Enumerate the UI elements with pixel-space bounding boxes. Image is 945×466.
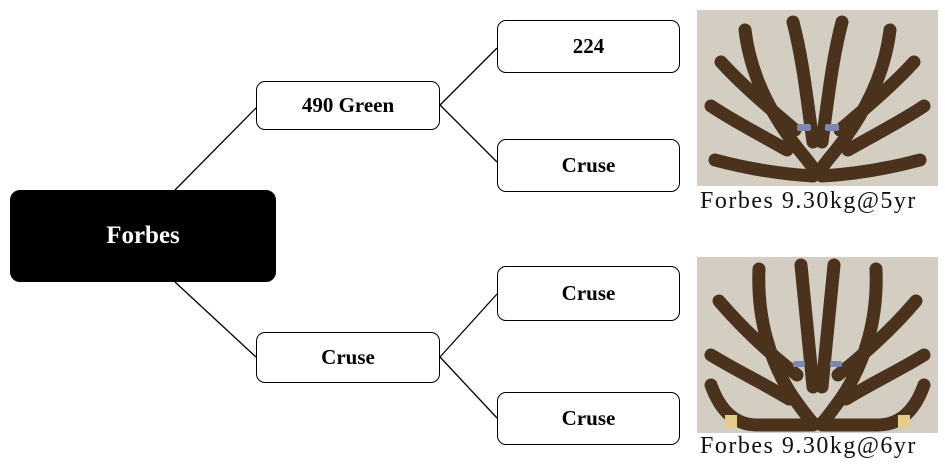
root-node-label: Forbes [106,222,180,249]
lower-child-label-2: Cruse [561,406,616,430]
upper-child-label-1: 224 [572,34,605,58]
antler-photo-5yr [697,10,938,186]
connector-lower-child-1 [439,293,498,358]
upper-child-label-2: Cruse [561,153,616,177]
band-left [725,415,737,428]
root-node: Forbes [10,190,276,282]
upper-branch-label: 490 Green [301,93,395,117]
ear-tag-right [830,361,842,367]
upper-child-node-2: Cruse [497,139,680,192]
ear-tag-right [825,124,839,131]
lower-branch-label: Cruse [321,345,375,369]
lower-child-node-1: Cruse [497,266,680,321]
connector-lower-child-2 [439,356,498,419]
photo-caption-6yr: Forbes 9.30kg@6yr [700,433,917,459]
lower-child-label-1: Cruse [561,281,616,305]
antler-right [811,15,931,183]
antler-photo-6yr [697,257,938,433]
antler-right [815,258,931,432]
upper-branch-node: 490 Green [256,81,440,130]
upper-child-node-1: 224 [497,20,680,73]
photo-caption-5yr: Forbes 9.30kg@5yr [700,188,917,214]
connector-upper-child-2 [439,104,498,163]
connector-root-upper [174,107,257,191]
lower-branch-node: Cruse [256,332,440,383]
antler-left [704,258,820,432]
antler-left [704,15,824,183]
band-right [898,415,910,428]
ear-tag-left [793,361,805,367]
connector-upper-child-1 [439,47,498,106]
ear-tag-left [797,124,811,131]
lower-child-node-2: Cruse [497,392,680,445]
connector-root-lower [174,281,257,358]
